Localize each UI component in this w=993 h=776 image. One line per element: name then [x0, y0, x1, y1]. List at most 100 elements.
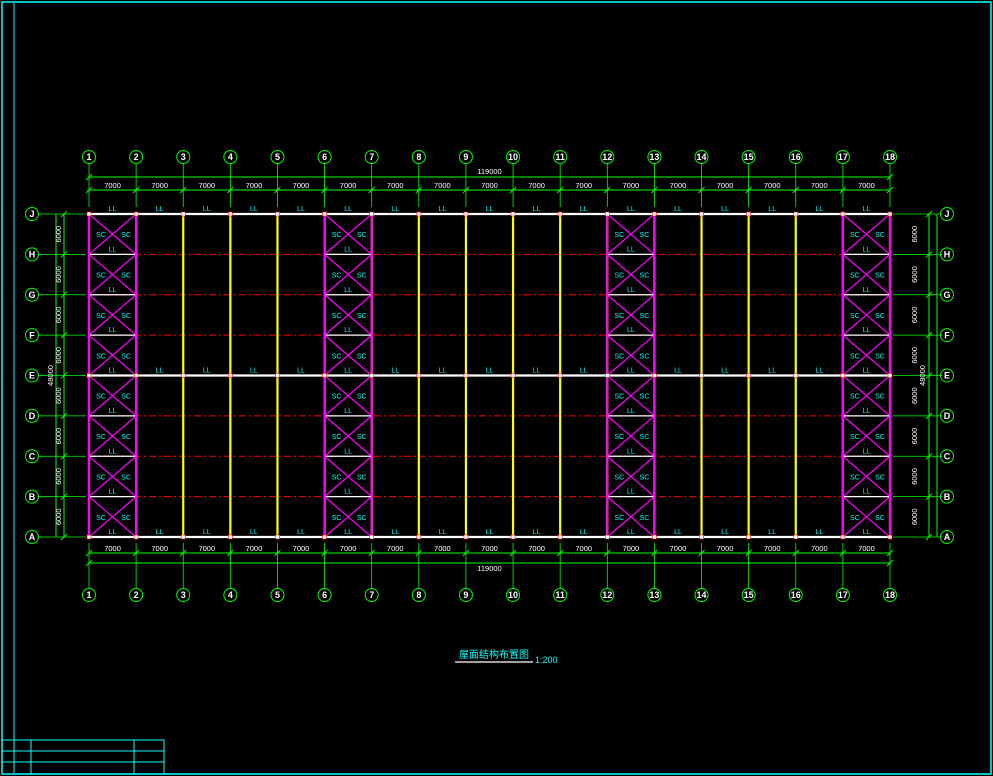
member-label: LL	[863, 448, 871, 455]
bay-dimension-label: 7000	[151, 544, 168, 553]
axis-label-col-bubble	[694, 588, 709, 602]
member-label: SC	[121, 313, 131, 320]
dimension-tick	[60, 331, 68, 339]
brace-diagonal	[606, 253, 655, 296]
member-label: SC	[614, 515, 624, 522]
axis-label-col: 17	[838, 590, 848, 600]
axis-label-col-bubble	[883, 588, 897, 602]
brace-diagonal	[88, 294, 137, 336]
axis-label-col: 4	[228, 590, 233, 600]
member-label: LL	[627, 206, 635, 213]
row-dimension-label: 6000	[54, 428, 63, 445]
axis-label-row: C	[944, 451, 951, 461]
member-label: LL	[768, 529, 776, 536]
member-label: LL	[297, 368, 305, 375]
member-label: LL	[627, 408, 635, 415]
axis-label-col: 10	[508, 152, 518, 162]
axis-label-col: 11	[555, 590, 565, 600]
axis-label-col: 15	[744, 590, 754, 600]
axis-label-row-bubble	[25, 368, 39, 383]
dimension-tick	[603, 549, 611, 557]
joint-marker	[463, 534, 469, 540]
axis-label-col-bubble	[694, 150, 709, 164]
member-label: LL	[391, 206, 399, 213]
member-label: LL	[863, 327, 871, 334]
axis-label-row-bubble	[940, 489, 954, 504]
row-dimension-label: 6000	[54, 307, 63, 324]
dimension-tick	[321, 186, 328, 194]
member-label: LL	[156, 206, 164, 213]
axis-label-row-bubble	[940, 247, 954, 262]
drawing-scale: 1:200	[535, 655, 558, 665]
bay-dimension-label: 7000	[151, 181, 168, 190]
member-label: LL	[863, 408, 871, 415]
joint-marker	[840, 373, 846, 378]
member-label: LL	[486, 529, 494, 536]
member-label: LL	[863, 246, 871, 253]
dimension-tick	[651, 549, 658, 557]
brace-diagonal	[324, 213, 373, 255]
member-label: LL	[391, 529, 399, 536]
axis-label-col: 9	[463, 590, 468, 600]
member-label: LL	[768, 206, 776, 213]
member-label: SC	[850, 273, 860, 280]
axis-label-row: D	[29, 411, 36, 421]
joint-marker	[652, 211, 657, 217]
dimension-tick	[556, 549, 564, 557]
axis-label-col-bubble	[223, 150, 238, 164]
member-label: SC	[357, 394, 367, 401]
member-label: LL	[156, 368, 164, 375]
member-label: SC	[357, 515, 367, 522]
axis-label-col-bubble	[741, 150, 756, 164]
member-label: SC	[850, 434, 860, 441]
member-label: SC	[850, 232, 860, 239]
brace-diagonal	[88, 213, 137, 255]
axis-label-col: 1	[86, 152, 91, 162]
member-label: SC	[357, 273, 367, 280]
axis-label-row-bubble	[940, 368, 954, 383]
dimension-tick	[745, 549, 753, 557]
axis-label-row: A	[29, 532, 36, 542]
member-label: LL	[674, 368, 682, 375]
member-label: LL	[203, 529, 211, 536]
brace-diagonal	[324, 455, 373, 498]
brace-diagonal	[88, 496, 137, 538]
joint-marker	[746, 373, 751, 378]
dimension-tick	[368, 186, 376, 194]
member-label: SC	[332, 353, 342, 360]
axis-label-row-bubble	[940, 207, 954, 221]
member-label: LL	[627, 448, 635, 455]
member-label: LL	[344, 327, 352, 334]
axis-label-col-bubble	[129, 588, 144, 602]
joint-marker	[840, 534, 846, 540]
joint-marker	[604, 211, 610, 217]
dimension-tick	[85, 186, 93, 194]
dimension-tick	[132, 186, 140, 194]
joint-marker	[887, 373, 893, 378]
row-dimension-label: 6000	[54, 226, 63, 243]
axis-label-row: D	[944, 411, 951, 421]
dimension-tick	[60, 412, 68, 420]
axis-label-col-bubble	[82, 150, 96, 164]
member-label: SC	[850, 515, 860, 522]
brace-diagonal	[324, 294, 373, 336]
bay-dimension-label: 7000	[340, 544, 357, 553]
dimension-tick	[321, 549, 328, 557]
member-label: SC	[121, 232, 131, 239]
member-label: LL	[580, 368, 588, 375]
member-label: LL	[627, 368, 635, 375]
member-label: SC	[357, 232, 367, 239]
axis-label-row-bubble	[25, 449, 39, 464]
dimension-tick	[415, 186, 423, 194]
dimension-tick	[925, 493, 933, 500]
member-label: SC	[614, 474, 624, 481]
member-label: SC	[332, 273, 342, 280]
member-label: LL	[768, 368, 776, 375]
joint-marker	[604, 534, 610, 540]
row-dimension-label: 6000	[54, 266, 63, 283]
bay-dimension-label: 7000	[764, 181, 781, 190]
axis-label-col: 3	[181, 152, 186, 162]
row-dimension-label: 6000	[910, 266, 919, 283]
